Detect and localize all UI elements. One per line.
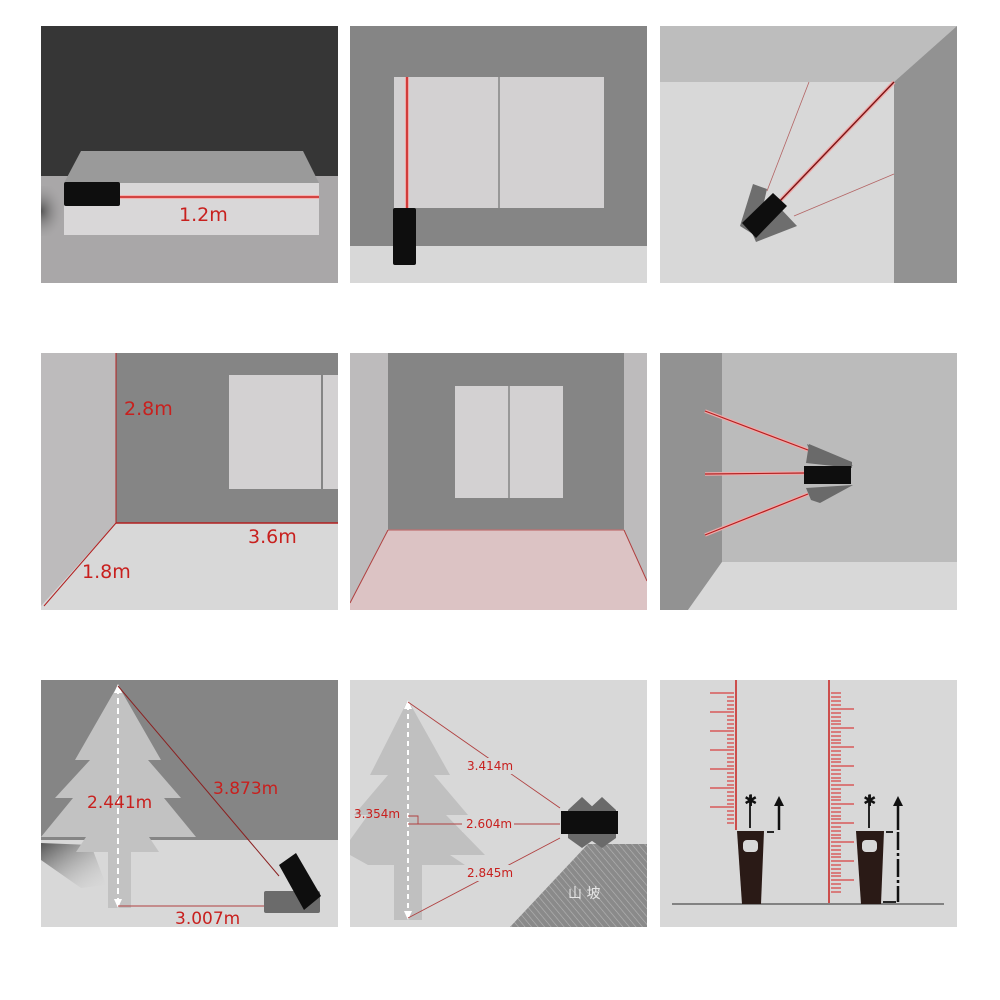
ruler-left [710, 680, 737, 830]
panel-tree-pythagoras-2pt: 2.441m 3.873m 3.007m [41, 675, 338, 932]
hypotenuse-label: 3.873m [213, 779, 278, 799]
laser-beam [777, 81, 895, 204]
total-height-label: 3.354m [354, 807, 400, 821]
lower-distance-label: 2.845m [467, 866, 513, 880]
reference-point-illustration: ✱ ✱ [660, 680, 957, 927]
laser-emit-icon: ✱ [744, 791, 757, 810]
vertical-height-illustration [350, 26, 647, 283]
laser-device-rear-ref: ✱ [856, 791, 903, 904]
distance-label: 1.2m [179, 204, 228, 226]
wall-triangulation-illustration [660, 353, 957, 610]
depth-label: 1.8m [82, 561, 131, 583]
height-label: 2.8m [124, 398, 173, 420]
table-top [64, 151, 319, 183]
panel-vertical-height [350, 26, 647, 283]
laser-device [742, 193, 787, 238]
height-label: 2.441m [87, 793, 152, 813]
slope [510, 844, 647, 927]
room-dimensions-illustration: 2.8m 3.6m 1.8m [41, 353, 338, 610]
upper-distance-label: 3.414m [467, 759, 513, 773]
panel-single-distance: 1.2m [41, 26, 338, 283]
slope-label: 山 坡 [568, 886, 600, 902]
tree [41, 685, 196, 908]
panel-tree-pythagoras-3pt: 山 坡 3.414m 3.354m 2.604m 2.845m [350, 675, 647, 932]
laser-device [561, 811, 618, 834]
panel-wall-triangulation [660, 353, 957, 610]
laser-device [393, 208, 416, 265]
laser-emit-icon: ✱ [863, 791, 876, 810]
tree [350, 700, 485, 920]
middle-distance-label: 2.604m [466, 817, 512, 831]
laser-device-front-ref: ✱ [737, 791, 784, 904]
laser-device [279, 853, 321, 910]
ruler-right [828, 680, 854, 903]
panel-area-floor [350, 353, 647, 610]
tree-2pt-illustration: 2.441m 3.873m 3.007m [41, 680, 338, 929]
laser-device [804, 466, 851, 484]
base-label: 3.007m [175, 909, 240, 929]
corner-angle-illustration [660, 26, 957, 283]
single-distance-illustration: 1.2m [41, 26, 338, 283]
panel-room-dimensions: 2.8m 3.6m 1.8m [41, 353, 338, 610]
tree-3pt-illustration: 山 坡 3.414m 3.354m 2.604m 2.845m [350, 680, 647, 927]
laser-beam [704, 472, 806, 475]
panel-corner-angle [660, 26, 957, 283]
width-label: 3.6m [248, 526, 297, 548]
area-floor-illustration [350, 353, 647, 610]
panel-reference-point: ✱ ✱ [660, 675, 957, 932]
laser-device [64, 182, 120, 206]
measured-floor [350, 530, 647, 610]
